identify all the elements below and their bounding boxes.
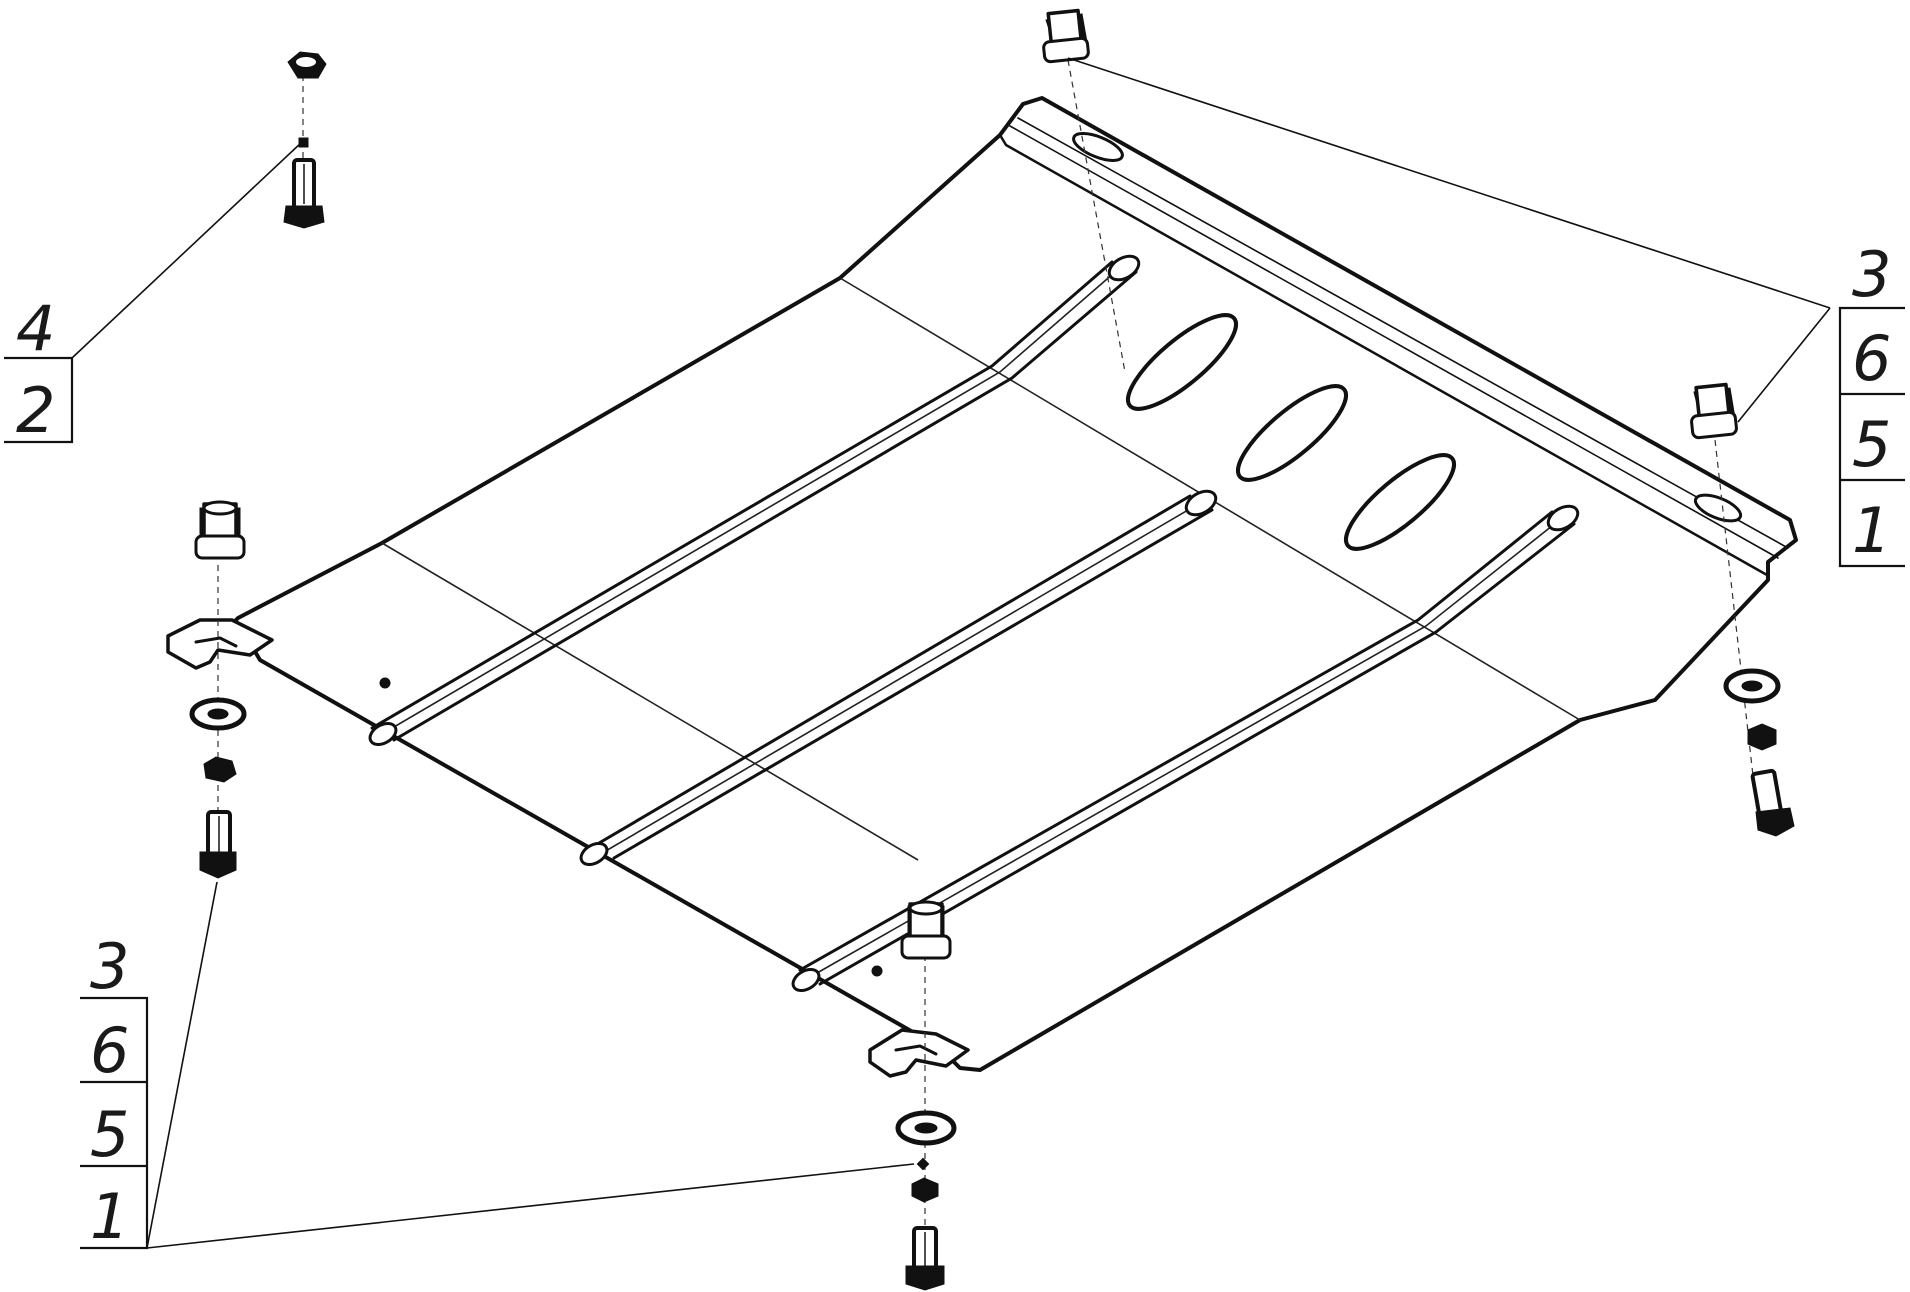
stiffening-rib-2 bbox=[579, 489, 1218, 866]
cage-nut-icon-left bbox=[194, 500, 246, 560]
leader-lines bbox=[71, 57, 1831, 1249]
bolt-icon-left bbox=[199, 810, 237, 879]
washer-icon-bottom bbox=[895, 1110, 957, 1146]
nut-icon-bottom bbox=[911, 1177, 939, 1203]
cage-nut-icon-top bbox=[1042, 8, 1090, 64]
nut-icon-left bbox=[203, 756, 237, 783]
washer-icon-small-bottom bbox=[916, 1157, 930, 1171]
callout-top-left-item-2: 2 bbox=[16, 374, 55, 447]
nut-icon-right bbox=[1747, 723, 1777, 751]
nut-icon-top-left bbox=[287, 51, 327, 79]
stiffening-rib-3 bbox=[791, 504, 1580, 992]
callout-right-item-2: 6 bbox=[1852, 322, 1891, 395]
callout-right-item-3: 5 bbox=[1852, 408, 1891, 481]
callout-right: 3 6 5 1 bbox=[1838, 238, 1905, 568]
bolt-icon-right bbox=[1750, 768, 1795, 837]
washer-icon-small-top-left bbox=[298, 137, 309, 148]
callout-right-item-1: 3 bbox=[1852, 238, 1891, 311]
callout-bottom-left-item-2: 6 bbox=[90, 1014, 129, 1087]
skid-plate bbox=[166, 96, 1798, 1078]
callout-right-item-4: 1 bbox=[1852, 494, 1891, 567]
cage-nut-icon-right bbox=[1690, 382, 1738, 440]
stiffening-rib-1 bbox=[368, 254, 1141, 746]
cage-nut-icon-bottom bbox=[900, 900, 952, 960]
callout-bottom-left-item-3: 5 bbox=[90, 1098, 129, 1171]
callout-bottom-left-item-1: 3 bbox=[90, 930, 129, 1003]
washer-icon-right bbox=[1723, 668, 1781, 704]
callout-bottom-left: 3 6 5 1 bbox=[80, 930, 149, 1253]
callout-top-left: 4 2 bbox=[4, 292, 74, 447]
callout-bottom-left-item-4: 1 bbox=[90, 1180, 129, 1253]
callout-top-left-item-1: 4 bbox=[16, 292, 55, 365]
washer-icon-left bbox=[189, 697, 247, 731]
bolt-icon-bottom bbox=[905, 1226, 945, 1291]
bolt-icon-top-left bbox=[283, 158, 325, 229]
